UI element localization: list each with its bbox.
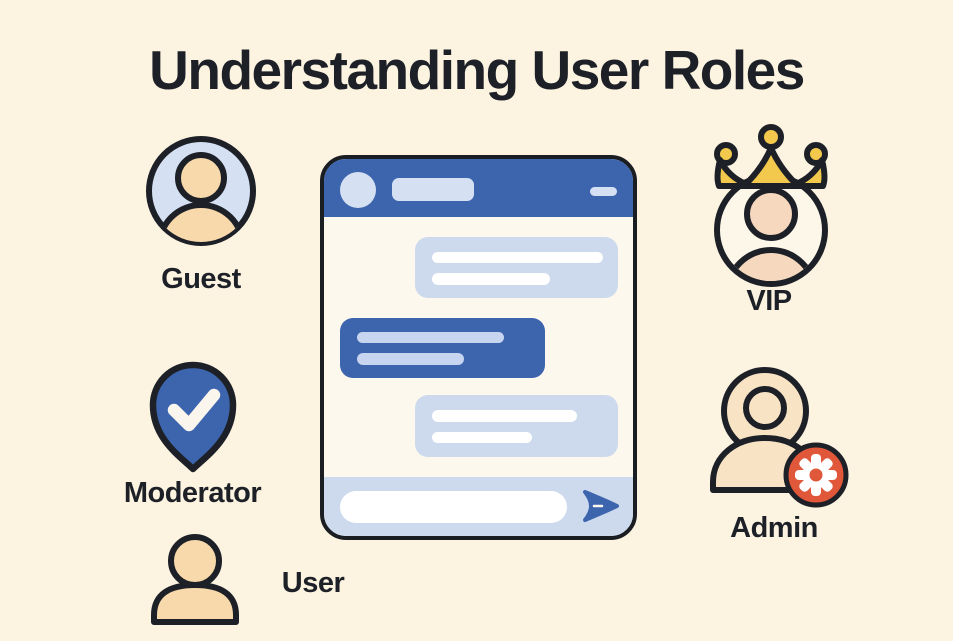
message-input[interactable] xyxy=(340,491,567,523)
admin-user-gear-icon xyxy=(708,364,852,512)
text-placeholder-line xyxy=(432,410,577,422)
user-person-icon xyxy=(150,533,244,625)
text-placeholder-line xyxy=(357,353,464,365)
text-placeholder-line xyxy=(432,432,532,443)
chat-header xyxy=(324,159,633,217)
name-placeholder-pill xyxy=(392,178,474,201)
moderator-check-pin-icon xyxy=(143,357,243,475)
chat-window xyxy=(320,155,637,540)
message-bubble-incoming xyxy=(415,395,618,457)
admin-label: Admin xyxy=(730,512,818,544)
chat-input-bar xyxy=(324,477,633,536)
gear-badge-icon xyxy=(783,442,849,508)
moderator-label: Moderator xyxy=(123,477,262,509)
guest-avatar-circle-icon xyxy=(146,135,256,247)
crown-icon xyxy=(714,124,828,189)
user-label: User xyxy=(281,567,345,599)
guest-label: Guest xyxy=(161,263,241,295)
page-title: Understanding User Roles xyxy=(149,39,805,101)
text-placeholder-line xyxy=(432,273,550,285)
minimize-dash-icon[interactable] xyxy=(590,187,617,196)
text-placeholder-line xyxy=(357,332,504,343)
avatar-circle-icon xyxy=(340,172,376,208)
send-button[interactable] xyxy=(581,488,621,524)
text-placeholder-line xyxy=(432,252,603,263)
vip-label: VIP xyxy=(746,285,792,317)
vip-crown-avatar-icon xyxy=(706,124,836,288)
message-bubble-incoming xyxy=(415,237,618,298)
send-arrow-icon xyxy=(583,490,619,522)
message-bubble-outgoing xyxy=(340,318,545,378)
checkmark-icon xyxy=(167,388,221,432)
